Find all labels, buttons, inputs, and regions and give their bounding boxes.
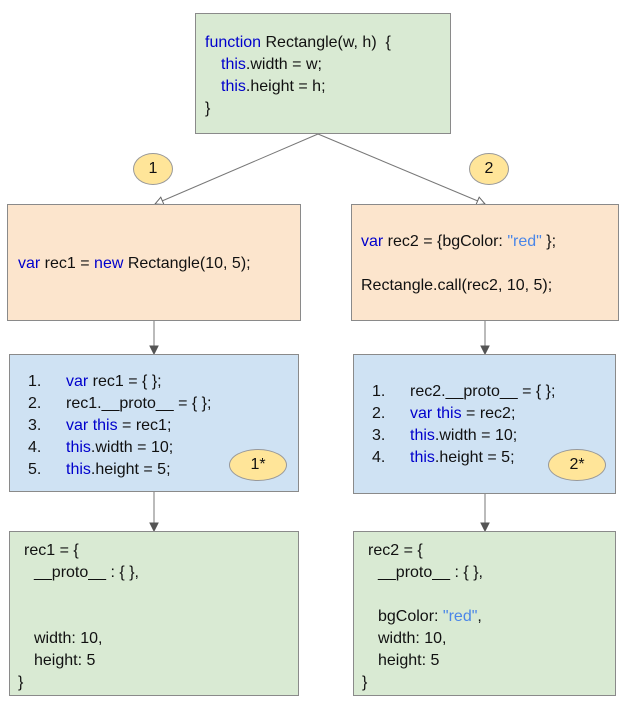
right-step-4: 4.this.height = 5;: [372, 449, 515, 466]
left-result-height: height: 5: [34, 652, 96, 669]
left-step-2: 2.rec1.__proto__ = { };: [28, 395, 212, 412]
arrow-function-to-left: [155, 133, 319, 204]
left-result-width: width: 10,: [34, 630, 103, 647]
right-result-open: rec2 = {: [368, 542, 423, 559]
left-call-box: var rec1 = new Rectangle(10, 5);: [7, 204, 301, 321]
badge-1: 1: [133, 153, 173, 185]
right-call-line-1: var rec2 = {bgColor: "red" };: [361, 233, 557, 250]
left-result-close: }: [18, 674, 24, 691]
left-call-line: var rec1 = new Rectangle(10, 5);: [18, 255, 251, 272]
function-line-3: this.height = h;: [221, 78, 326, 95]
right-step-3: 3.this.width = 10;: [372, 427, 518, 444]
right-result-height: height: 5: [378, 652, 440, 669]
right-step-2: 2.var this = rec2;: [372, 405, 516, 422]
badge-2: 2: [469, 153, 509, 185]
right-result-close: }: [362, 674, 368, 691]
function-line-1: function Rectangle(w, h) {: [205, 34, 391, 51]
right-result-box: rec2 = { __proto__ : { }, bgColor: "red"…: [353, 531, 616, 696]
left-step-5: 5.this.height = 5;: [28, 461, 171, 478]
left-step-4: 4.this.width = 10;: [28, 439, 174, 456]
left-result-box: rec1 = { __proto__ : { }, width: 10, hei…: [9, 531, 299, 696]
right-result-width: width: 10,: [378, 630, 447, 647]
left-step-3: 3.var this = rec1;: [28, 417, 172, 434]
right-result-proto: __proto__ : { },: [378, 564, 483, 581]
arrow-function-to-right: [317, 133, 485, 204]
right-call-box: var rec2 = {bgColor: "red" }; Rectangle.…: [351, 204, 619, 321]
badge-1-star: 1*: [229, 449, 287, 481]
badge-2-star: 2*: [548, 449, 606, 481]
left-step-1: 1.var rec1 = { };: [28, 373, 162, 390]
right-result-bgcolor: bgColor: "red",: [378, 608, 482, 625]
left-result-open: rec1 = {: [24, 542, 79, 559]
function-line-4: }: [205, 100, 211, 117]
right-call-line-2: Rectangle.call(rec2, 10, 5);: [361, 277, 553, 294]
right-step-1: 1.rec2.__proto__ = { };: [372, 383, 556, 400]
function-box: function Rectangle(w, h) { this.width = …: [195, 13, 451, 134]
function-line-2: this.width = w;: [221, 56, 322, 73]
left-result-proto: __proto__ : { },: [34, 564, 139, 581]
